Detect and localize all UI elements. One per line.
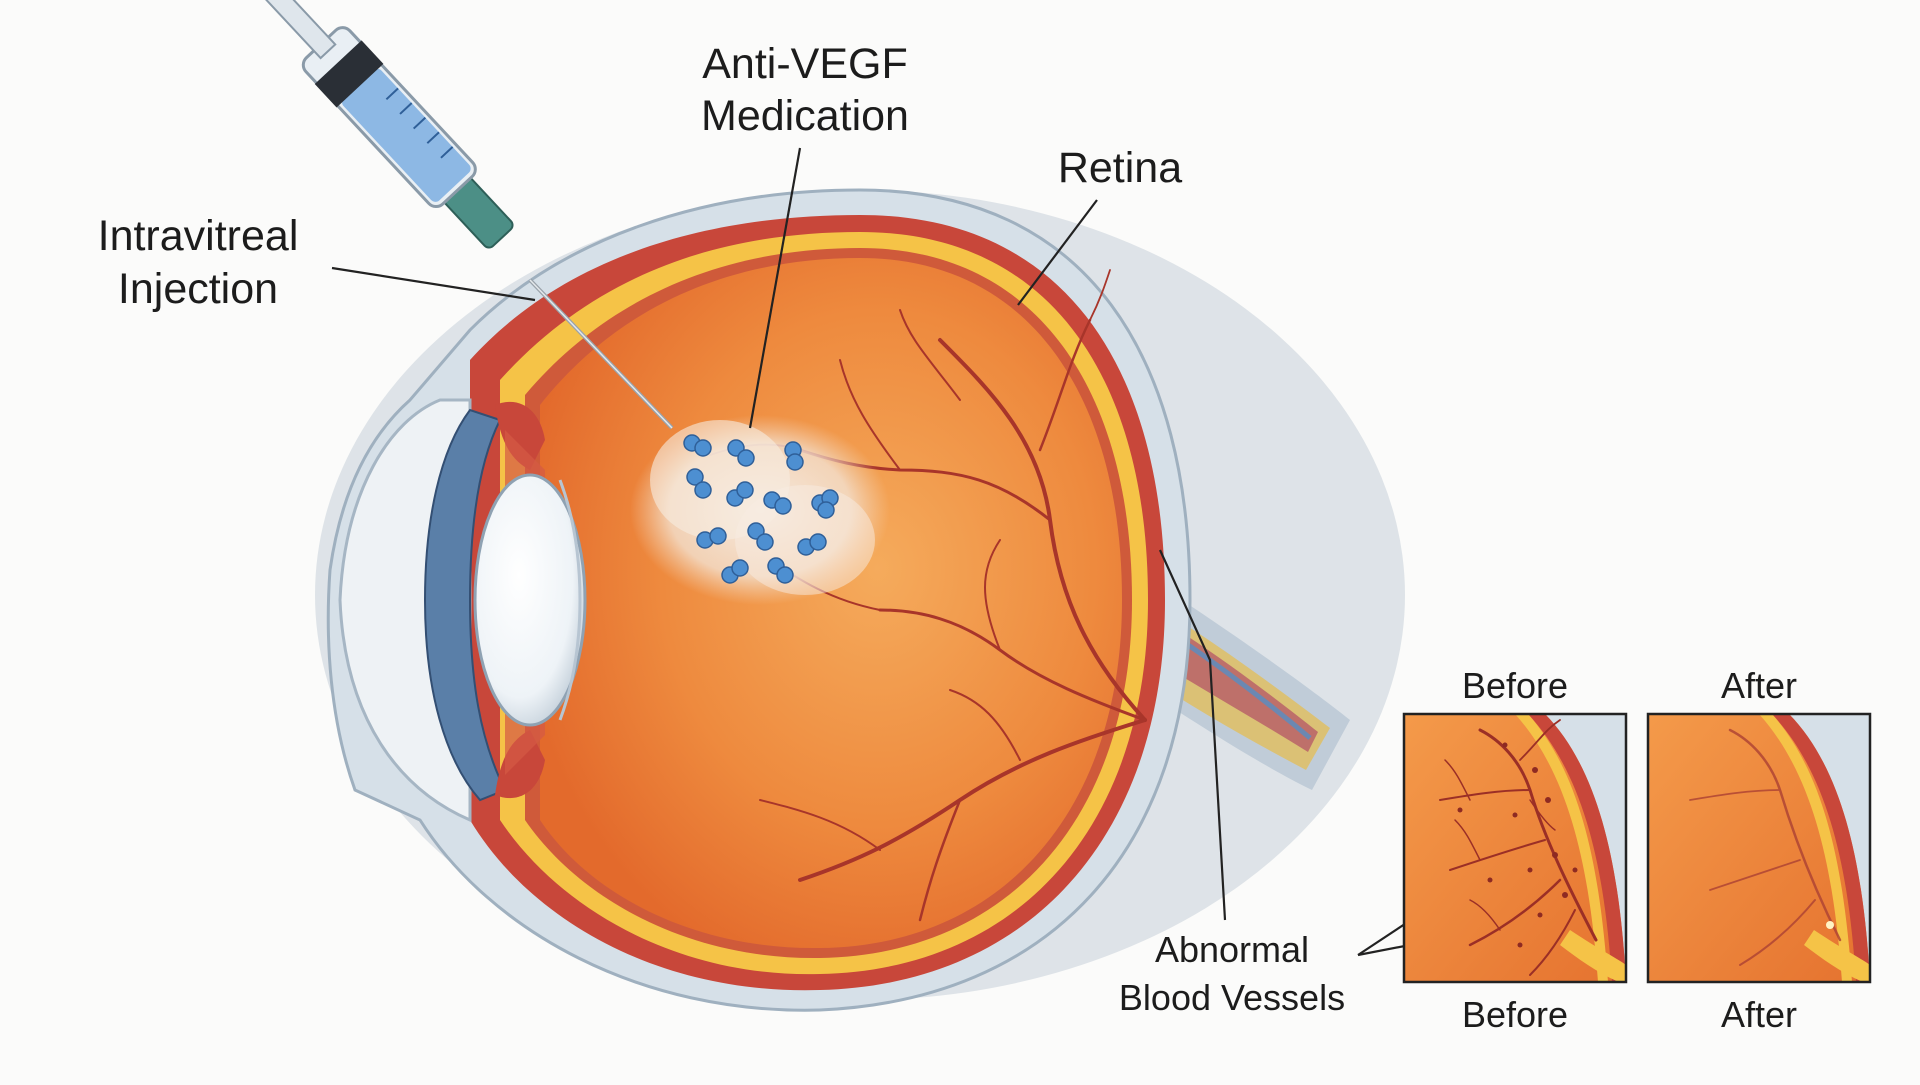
- vessels-label-line2: Blood Vessels: [1119, 977, 1345, 1018]
- after-caption-bottom: After: [1721, 994, 1797, 1035]
- retina-label: Retina: [1058, 144, 1182, 192]
- medication-label-line1: Anti-VEGF: [702, 40, 908, 88]
- after-panel: [1648, 714, 1870, 985]
- before-caption-bottom: Before: [1462, 994, 1568, 1035]
- medication-cloud: [630, 415, 890, 605]
- vessels-label-line1: Abnormal: [1155, 929, 1309, 970]
- injection-label-line1: Intravitreal: [98, 212, 299, 260]
- injection-label-line2: Injection: [118, 265, 278, 313]
- before-panel: [1404, 714, 1626, 985]
- medication-label-line2: Medication: [701, 92, 909, 140]
- vitreous-body: [540, 258, 1122, 948]
- after-caption-top: After: [1721, 665, 1797, 706]
- before-caption-top: Before: [1462, 665, 1568, 706]
- injection-leader: [332, 268, 535, 300]
